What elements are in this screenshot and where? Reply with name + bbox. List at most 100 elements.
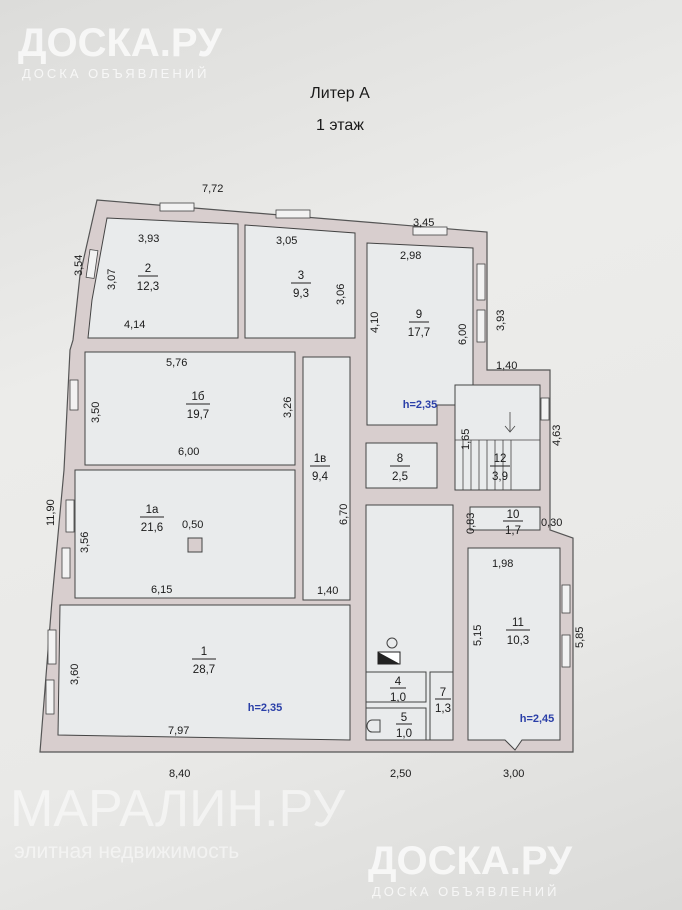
window <box>45 679 55 715</box>
window <box>476 309 486 343</box>
svg-text:1,3: 1,3 <box>435 703 451 715</box>
window <box>69 379 79 411</box>
svg-text:9: 9 <box>416 309 422 321</box>
room-label-1v: 1в9,4 <box>310 453 330 483</box>
sink-icon <box>386 637 398 649</box>
room-label-10: 101,7 <box>503 509 523 537</box>
room-label-5: 51,0 <box>396 712 412 740</box>
room-3 <box>244 224 356 339</box>
dimension: 7,72 <box>202 183 223 195</box>
dimension: 8,40 <box>169 768 190 780</box>
watermark-center-brand: МАРАЛИН.РУ <box>10 780 346 838</box>
dimension: 1,40 <box>496 360 517 372</box>
window <box>412 226 448 236</box>
dimension: 4,14 <box>124 319 145 331</box>
dimension: 1,40 <box>317 585 338 597</box>
svg-text:17,7: 17,7 <box>408 327 430 339</box>
dimension: 0,83 <box>465 513 477 534</box>
room-label-7: 71,3 <box>435 687 451 715</box>
svg-text:9,3: 9,3 <box>293 288 309 300</box>
dimension: 3,60 <box>69 664 81 685</box>
room-label-2: 212,3 <box>137 263 159 293</box>
svg-text:4: 4 <box>395 676 402 688</box>
room-4 <box>365 671 427 703</box>
svg-text:11: 11 <box>512 617 524 629</box>
ceiling-height-label: h=2,35 <box>248 702 283 714</box>
svg-text:12: 12 <box>494 453 507 465</box>
svg-text:5: 5 <box>401 712 407 724</box>
window <box>275 209 311 219</box>
dimension: 11,90 <box>45 499 57 526</box>
watermark-bottom-tagline: ДОСКА ОБЪЯВЛЕНИЙ <box>372 884 559 899</box>
dimension: 7,97 <box>168 725 189 737</box>
room-9 <box>366 242 474 426</box>
svg-text:1: 1 <box>201 646 207 658</box>
svg-text:1б: 1б <box>192 391 205 403</box>
svg-text:7: 7 <box>440 687 446 699</box>
dimension: 5,85 <box>574 627 586 648</box>
window <box>85 249 99 279</box>
svg-text:3: 3 <box>298 270 304 282</box>
dimension: 2,98 <box>400 250 421 262</box>
ceiling-height-label: h=2,35 <box>403 399 438 411</box>
dimension: 3,93 <box>138 233 159 245</box>
room-1b <box>84 351 296 466</box>
plan-floor: 1 этаж <box>316 117 364 134</box>
room-1 <box>57 604 351 741</box>
dimension: 2,50 <box>390 768 411 780</box>
dimension: 4,10 <box>369 312 381 333</box>
dimension: 1,65 <box>460 429 472 450</box>
dimension: 3,56 <box>79 532 91 553</box>
window <box>65 499 75 533</box>
room-label-12: 123,9 <box>490 453 510 483</box>
svg-text:1,7: 1,7 <box>505 525 521 537</box>
dimension: 6,70 <box>338 504 350 525</box>
svg-text:28,7: 28,7 <box>193 664 215 676</box>
watermark-center-tagline: элитная недвижимость <box>14 840 239 863</box>
window <box>561 634 571 668</box>
room-label-1: 128,7 <box>192 646 216 676</box>
room-1a <box>74 469 296 599</box>
dimension: 3,07 <box>106 269 118 290</box>
dimension: 5,76 <box>166 357 187 369</box>
dimension: 6,00 <box>457 324 469 345</box>
dimension: 3,26 <box>282 397 294 418</box>
svg-text:10: 10 <box>507 509 520 521</box>
window <box>61 547 71 579</box>
dimension: 3,54 <box>73 255 85 276</box>
window <box>561 584 571 614</box>
dimension-labels: 7,72 3,93 3,07 3,54 4,14 3,05 3,06 3,45 … <box>45 183 586 780</box>
rooms <box>45 202 571 751</box>
room-11 <box>467 547 561 751</box>
dimension: 6,15 <box>151 584 172 596</box>
dimension: 1,98 <box>492 558 513 570</box>
room-label-8: 82,5 <box>390 453 410 483</box>
dimension: 3,45 <box>413 217 434 229</box>
dimension: 3,06 <box>335 284 347 305</box>
room-12-stairs <box>454 384 541 491</box>
svg-text:3,9: 3,9 <box>492 471 508 483</box>
column <box>187 537 203 553</box>
dimension: 6,00 <box>178 446 199 458</box>
svg-text:12,3: 12,3 <box>137 281 159 293</box>
window <box>476 263 486 301</box>
dimension: 5,15 <box>472 625 484 646</box>
window <box>540 397 550 421</box>
dimension: 3,93 <box>495 310 507 331</box>
watermark-top-tagline: ДОСКА ОБЪЯВЛЕНИЙ <box>22 66 209 81</box>
dimension: 3,05 <box>276 235 297 247</box>
stairs <box>455 412 540 490</box>
ceiling-height-label: h=2,45 <box>520 713 555 725</box>
room-7 <box>429 671 454 741</box>
dimension: 3,00 <box>503 768 524 780</box>
dimension: 0,50 <box>182 519 203 531</box>
room-label-4: 41,0 <box>390 676 406 704</box>
room-10 <box>469 506 541 531</box>
watermark-top-brand: ДОСКА.РУ <box>18 21 223 65</box>
plan-title: Литер А <box>310 85 370 102</box>
dimension: 4,63 <box>551 425 563 446</box>
